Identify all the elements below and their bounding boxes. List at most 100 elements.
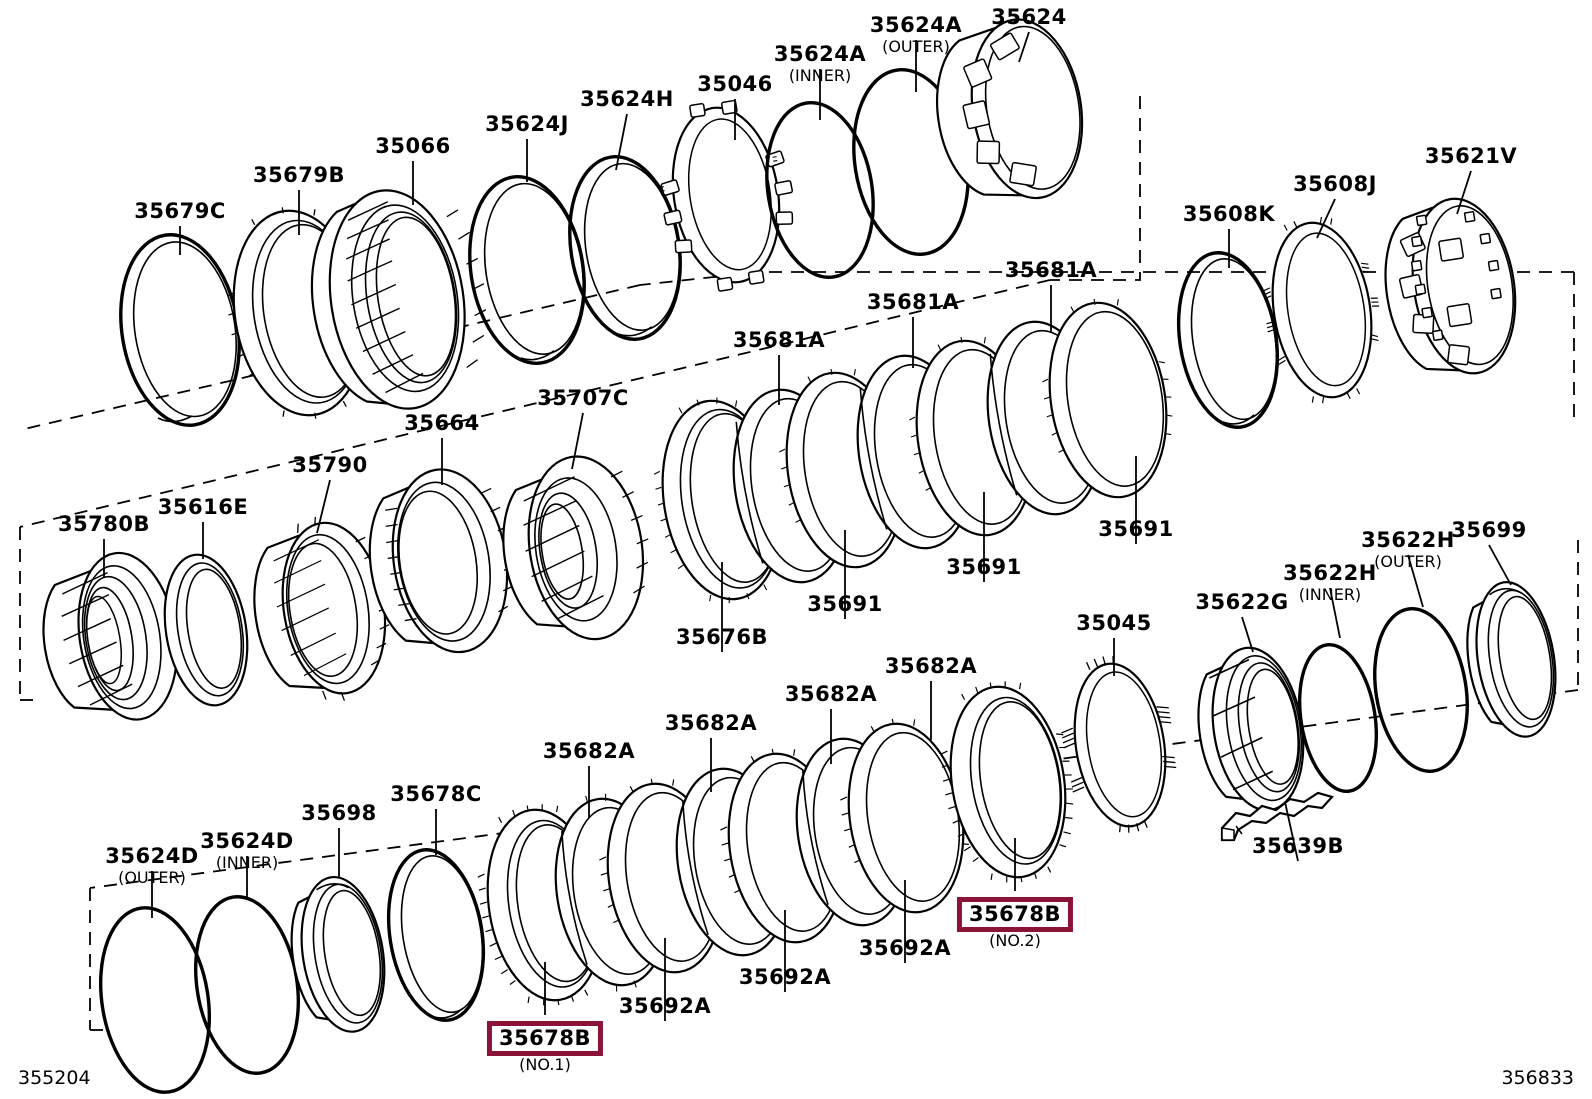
part-label-35676B: 35676B — [675, 625, 769, 650]
part-35622H-outer — [1373, 607, 1469, 773]
leader-line-35622H — [1407, 554, 1424, 608]
part-number: 35692A — [738, 965, 832, 989]
part-35066 — [310, 189, 487, 410]
part-number: 35679B — [252, 163, 346, 187]
part-number: 35691 — [1098, 517, 1174, 541]
part-35698 — [290, 875, 386, 1033]
part-number: 35681A — [866, 290, 960, 314]
part-label-35679C: 35679C — [134, 199, 226, 224]
leader-line-35608J — [1316, 198, 1336, 239]
part-number: 35624A — [869, 13, 963, 37]
part-label-35046: 35046 — [697, 72, 773, 97]
part-35681A — [1042, 298, 1173, 499]
part-label-35624: 35624 — [991, 5, 1067, 30]
part-label-35622H: 35622H(OUTER) — [1361, 528, 1455, 571]
part-label-35664: 35664 — [404, 411, 480, 436]
part-number: 35682A — [884, 654, 978, 678]
leader-lines — [103, 31, 1512, 1021]
part-number: 35681A — [1004, 258, 1098, 282]
part-label-35682A: 35682A — [543, 739, 635, 764]
part-number: 35676B — [675, 625, 769, 649]
part-label-35616E: 35616E — [158, 495, 248, 520]
part-35780B — [42, 551, 179, 721]
part-number: 35682A — [664, 711, 758, 735]
part-number: 35681A — [732, 328, 826, 352]
part-label-35678B: 35678B(NO.2) — [956, 897, 1074, 951]
part-label-35624H: 35624H — [580, 87, 674, 112]
part-35624J — [468, 175, 586, 365]
part-35679C — [119, 233, 241, 427]
part-label-35679B: 35679B — [252, 163, 346, 188]
part-label-35780B: 35780B — [58, 512, 150, 537]
part-number: 35624J — [485, 112, 569, 136]
part-number: 35698 — [301, 801, 377, 825]
part-number: 35691 — [807, 592, 883, 616]
part-35624 — [936, 18, 1084, 200]
part-35616E — [163, 553, 249, 707]
part-label-35707C: 35707C — [537, 386, 629, 411]
part-qualifier: (INNER) — [215, 852, 279, 872]
part-label-35608K: 35608K — [1182, 202, 1276, 227]
part-label-35682A: 35682A — [664, 711, 758, 736]
part-35790 — [253, 516, 390, 701]
part-qualifier: (OUTER) — [1374, 551, 1442, 571]
part-number: 35691 — [946, 555, 1022, 579]
part-35699 — [1466, 581, 1557, 738]
footer-code-left: 355204 — [18, 1067, 91, 1089]
part-label-35624A: 35624A(INNER) — [774, 42, 866, 84]
part-35678B-no2 — [940, 681, 1074, 883]
part-label-35639B: 35639B — [1252, 834, 1344, 859]
part-label-35621V: 35621V — [1424, 144, 1518, 169]
leader-line-35624 — [1018, 31, 1030, 63]
part-number: 35608K — [1182, 202, 1276, 226]
part-35624A-inner — [765, 101, 875, 279]
part-number: 35624D — [200, 829, 294, 853]
part-label-35692A: 35692A — [859, 936, 951, 961]
part-label-35692A: 35692A — [738, 965, 832, 990]
part-label-35624D: 35624D(OUTER) — [105, 844, 199, 886]
part-label-35624D: 35624D(INNER) — [200, 829, 294, 872]
part-35608J — [1263, 216, 1380, 404]
leader-line-35622G — [1241, 616, 1254, 653]
part-number: 35608J — [1293, 172, 1377, 196]
part-35622H-inner — [1297, 642, 1379, 794]
part-qualifier: (NO.2) — [989, 931, 1041, 951]
part-label-35678B: 35678B(NO.1) — [486, 1021, 604, 1074]
part-number: 35045 — [1076, 611, 1152, 635]
part-label-35790: 35790 — [292, 453, 368, 478]
part-35678C — [386, 848, 486, 1022]
part-number: 35678C — [390, 782, 482, 806]
part-label-35622G: 35622G — [1195, 590, 1288, 615]
part-label-35682A: 35682A — [884, 654, 978, 679]
part-number: 35682A — [784, 682, 878, 706]
part-number: 35066 — [375, 134, 451, 158]
part-number: 35622H — [1283, 561, 1377, 585]
footer-code-right: 356833 — [1501, 1067, 1574, 1089]
part-number: 35678B — [486, 1021, 604, 1057]
leader-line-35624H — [615, 113, 628, 171]
leader-line-35699 — [1488, 544, 1512, 586]
part-number: 35046 — [697, 72, 773, 96]
part-label-35691: 35691 — [946, 555, 1022, 580]
leader-line-35790 — [316, 479, 331, 534]
part-number: 35621V — [1424, 144, 1518, 168]
part-label-35624J: 35624J — [485, 112, 569, 137]
part-qualifier: (OUTER) — [882, 36, 950, 56]
part-35621V — [1384, 197, 1517, 375]
part-number: 35679C — [134, 199, 226, 223]
part-35707C — [502, 455, 649, 641]
part-35622G — [1197, 646, 1305, 812]
part-number: 35790 — [292, 453, 368, 477]
leader-line-35622H — [1329, 587, 1341, 639]
part-number: 35678B — [956, 897, 1074, 933]
part-number: 35664 — [404, 411, 480, 435]
part-number: 35692A — [618, 994, 712, 1018]
part-number: 35622H — [1361, 528, 1455, 552]
part-number: 35707C — [537, 386, 629, 410]
part-35639B — [1220, 791, 1335, 842]
part-label-35691: 35691 — [1098, 517, 1174, 542]
clutch-pack-bottom — [477, 681, 1074, 1006]
part-label-35682A: 35682A — [784, 682, 878, 707]
part-35046 — [659, 99, 794, 292]
